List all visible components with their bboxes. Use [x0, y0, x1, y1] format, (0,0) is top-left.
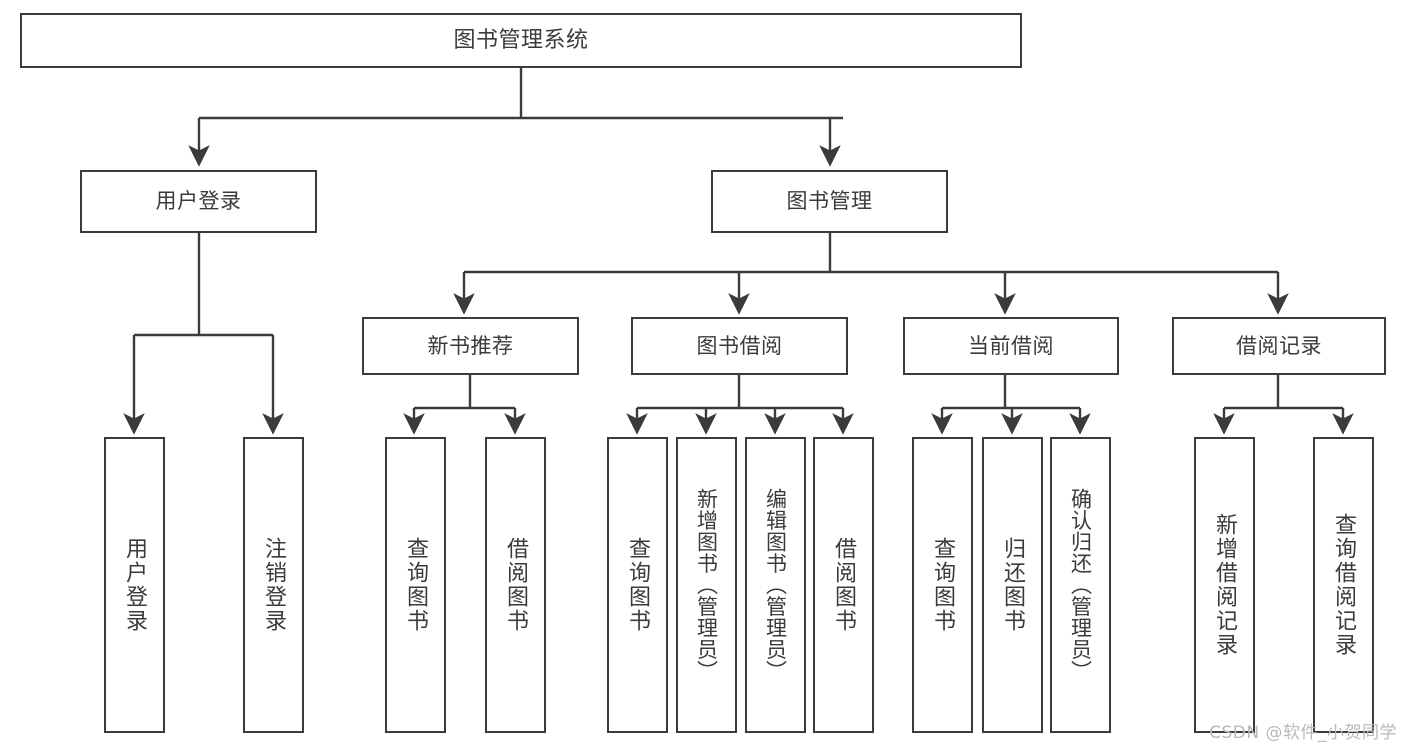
node-root[interactable]: 图书管理系统: [20, 13, 1022, 68]
node-leaf-borrow-book-1[interactable]: 借阅图书: [485, 437, 546, 733]
node-leaf-borrow-book-2[interactable]: 借阅图书: [813, 437, 874, 733]
node-leaf-borrow-book-1-label: 借阅图书: [503, 537, 529, 633]
node-leaf-query-record-label: 查询借阅记录: [1331, 513, 1357, 657]
node-user-login-label: 用户登录: [155, 189, 242, 214]
node-leaf-edit-book[interactable]: 编辑图书（管理员）: [745, 437, 806, 733]
node-current-borrow-label: 当前借阅: [968, 333, 1054, 358]
node-user-login[interactable]: 用户登录: [80, 170, 317, 233]
node-leaf-query-book-2-label: 查询图书: [625, 537, 651, 633]
node-leaf-query-book-3[interactable]: 查询图书: [912, 437, 973, 733]
node-leaf-add-record[interactable]: 新增借阅记录: [1194, 437, 1255, 733]
node-leaf-query-book-1-label: 查询图书: [403, 537, 429, 633]
node-leaf-query-book-3-label: 查询图书: [930, 537, 956, 633]
node-book-borrow[interactable]: 图书借阅: [631, 317, 848, 375]
node-leaf-confirm-return-label: 确认归还（管理员）: [1068, 488, 1093, 682]
node-leaf-user-login[interactable]: 用户登录: [104, 437, 165, 733]
node-leaf-query-record[interactable]: 查询借阅记录: [1313, 437, 1374, 733]
node-leaf-add-book-label: 新增图书（管理员）: [694, 488, 719, 682]
node-leaf-user-logout[interactable]: 注销登录: [243, 437, 304, 733]
node-leaf-user-login-label: 用户登录: [122, 537, 148, 633]
node-leaf-return-book[interactable]: 归还图书: [982, 437, 1043, 733]
node-current-borrow[interactable]: 当前借阅: [903, 317, 1119, 375]
node-book-manage-label: 图书管理: [786, 189, 873, 214]
watermark-text: CSDN @软件_小贺同学: [1209, 723, 1397, 743]
node-new-book-recommend-label: 新书推荐: [427, 333, 514, 358]
node-borrow-record-label: 借阅记录: [1236, 333, 1322, 358]
node-leaf-edit-book-label: 编辑图书（管理员）: [763, 488, 788, 682]
node-leaf-add-record-label: 新增借阅记录: [1212, 513, 1238, 657]
node-leaf-query-book-2[interactable]: 查询图书: [607, 437, 668, 733]
node-leaf-return-book-label: 归还图书: [1000, 537, 1026, 633]
node-leaf-confirm-return[interactable]: 确认归还（管理员）: [1050, 437, 1111, 733]
node-book-borrow-label: 图书借阅: [696, 333, 783, 358]
node-leaf-query-book-1[interactable]: 查询图书: [385, 437, 446, 733]
node-leaf-user-logout-label: 注销登录: [261, 537, 287, 633]
node-leaf-borrow-book-2-label: 借阅图书: [831, 537, 857, 633]
node-borrow-record[interactable]: 借阅记录: [1172, 317, 1386, 375]
node-leaf-add-book[interactable]: 新增图书（管理员）: [676, 437, 737, 733]
node-book-manage[interactable]: 图书管理: [711, 170, 948, 233]
node-new-book-recommend[interactable]: 新书推荐: [362, 317, 579, 375]
node-root-label: 图书管理系统: [453, 27, 589, 53]
